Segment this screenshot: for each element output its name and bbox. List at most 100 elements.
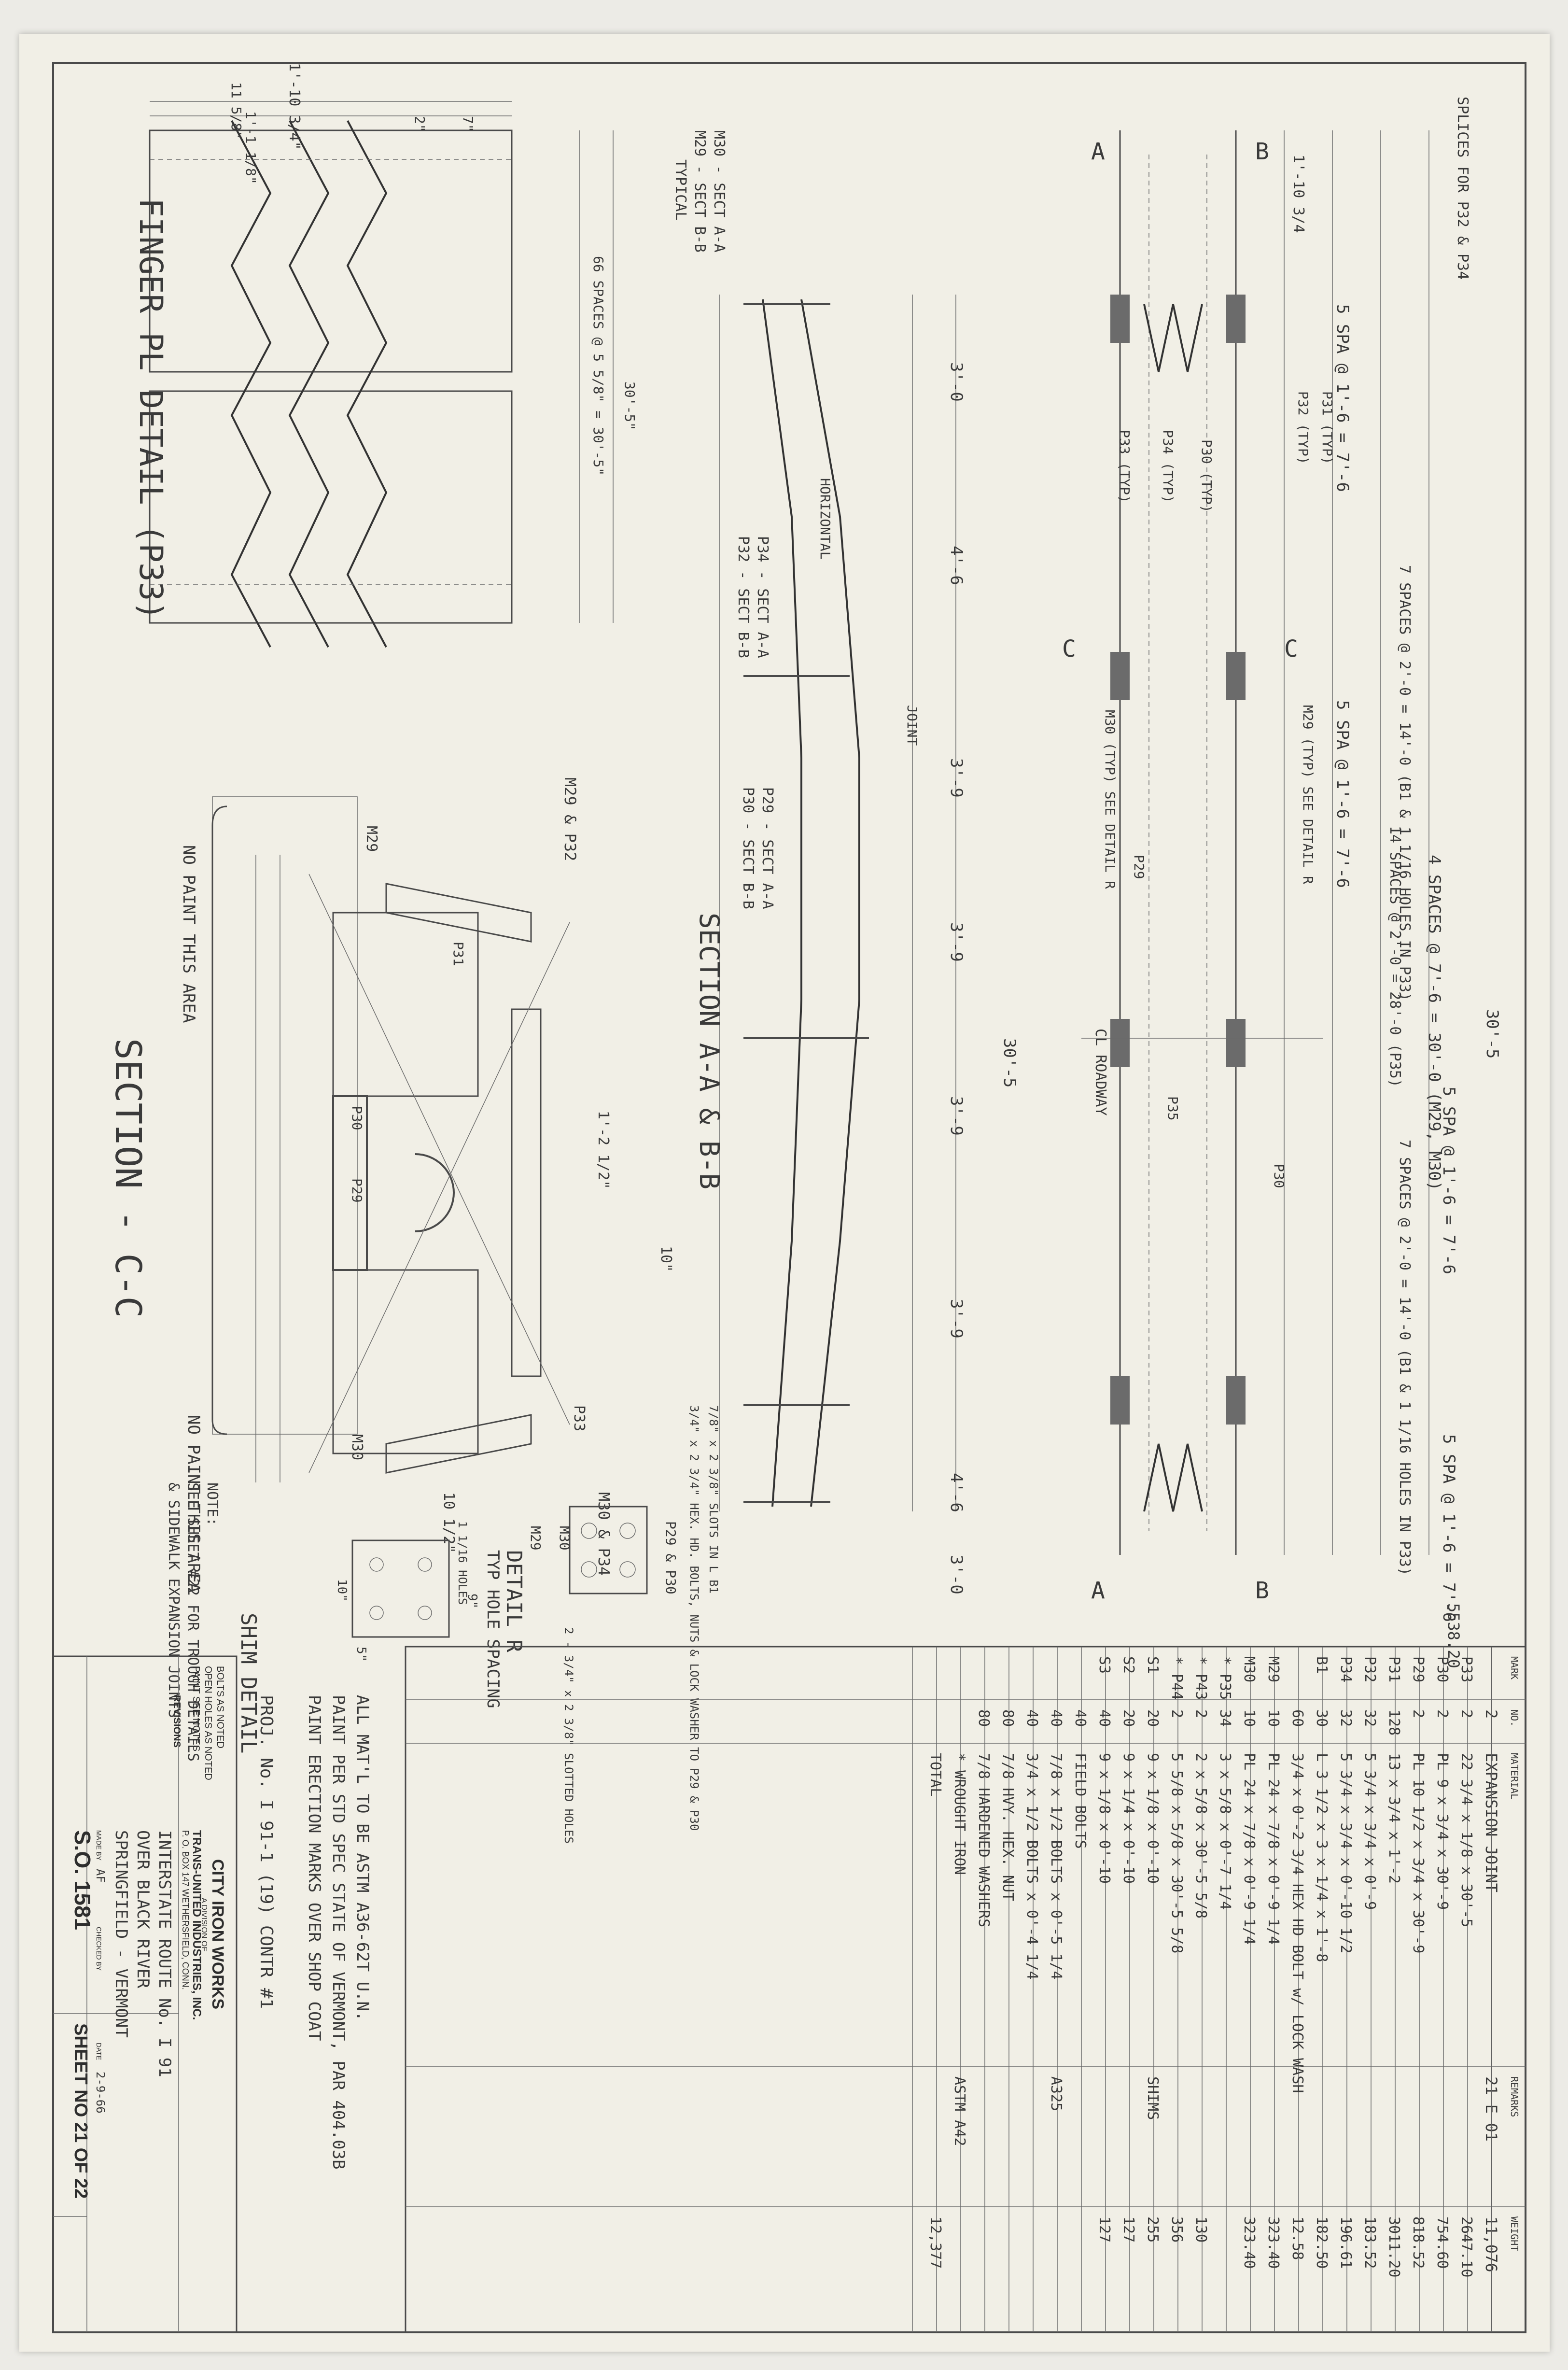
bom-row-no: 2	[1458, 1709, 1475, 1718]
note-line-3: & SIDEWALK EXPANSION JOINTS	[165, 1482, 182, 1718]
plan-label-7: P29	[1131, 855, 1147, 879]
route-label: INTERSTATE ROUTE No. I 91	[155, 1830, 174, 2077]
dim-1-2-5: 1'-2 1/2"	[595, 1111, 612, 1189]
bom-header-weight: WEIGHT	[1509, 2216, 1520, 2251]
bom-row-no: 2	[1434, 1709, 1451, 1718]
bom-row-no: 80	[975, 1709, 992, 1727]
bom-row-mark: S3	[1096, 1656, 1113, 1674]
section-mark-a-bottom: A	[1091, 1577, 1105, 1604]
bom-row-weight: 196.61	[1337, 2216, 1354, 2269]
m29-p32-label: M29 & P32	[561, 777, 579, 861]
section-mark-b-bottom: B	[1255, 1577, 1269, 1604]
joint-label: JOINT	[904, 705, 920, 746]
bom-row-no: 10	[1241, 1709, 1258, 1727]
bom-row-material: PL 24 x 7/8 x 0'-9 1/4	[1265, 1753, 1282, 1945]
finger-dim-2: 2"	[412, 116, 428, 132]
bom-row-mark: P34	[1337, 1656, 1354, 1682]
bom-row-material: 5 5/8 x 5/8 x 30'-5 5/8	[1168, 1753, 1185, 1953]
bom-row-no: 32	[1361, 1709, 1378, 1727]
plan-label-5: M29 (TYP) SEE DETAIL R	[1300, 705, 1316, 884]
bom-row-weight: 323.40	[1265, 2216, 1282, 2269]
plan-label-2: P30 (TYP)	[1199, 439, 1215, 513]
sect-dim-1: 3'-0	[947, 362, 966, 402]
sect-dim-8: 3'-0	[947, 1555, 966, 1594]
bom-row-material: 5 3/4 x 3/4 x 0'-10 1/2	[1337, 1753, 1354, 1953]
detail-r: DETAIL R TYP HOLE SPACING 2 - 3/4" x 2 3…	[483, 1506, 679, 1844]
slots-note: 7/8" x 2 3/8" SLOTS IN L B1	[707, 1405, 720, 1594]
p33-label: P33	[571, 1405, 588, 1431]
plan-label-3: P34 (TYP)	[1160, 430, 1176, 503]
bom-row-mark: M30	[1241, 1656, 1258, 1682]
bom-row-weight: 323.40	[1241, 2216, 1258, 2269]
bom-row-no: 2	[1168, 1709, 1185, 1718]
sect-dim-4: 3'-9	[947, 922, 966, 962]
plan-view: SPLICES FOR P32 & P34 5 SPA @ 1'-6 = 7'-…	[1062, 97, 1502, 1622]
bom-row-mark: P29	[1410, 1656, 1427, 1682]
spaces-14: 14 SPACES @ 2'-0 = 28'-0 (P35)	[1386, 826, 1403, 1087]
bom-row-mark: * P43	[1192, 1656, 1209, 1700]
bom-row-material: 2 x 5/8 x 30'-5 5/8	[1192, 1753, 1209, 1919]
plan-label-0: P31 (TYP)	[1319, 391, 1335, 465]
bom-row-material: FIELD BOLTS	[1072, 1753, 1089, 1849]
p30-sect-label: P30 - SECT B-B	[740, 787, 756, 909]
section-mark-a-top: A	[1091, 138, 1105, 165]
company-address: P. O. BOX 147 WETHERSFIELD, CONN.	[181, 1830, 190, 1990]
bom-row-weight: 183.52	[1361, 2216, 1378, 2269]
date-label: DATE	[95, 2043, 103, 2060]
shim-dim-2: 5"	[354, 1647, 368, 1662]
finger-plate-detail: FINGER PL DETAIL (P33) 1'-10 3/4" 11 5/8…	[132, 63, 638, 648]
bom-row-mark: P33	[1458, 1656, 1475, 1682]
drawing-sheet: FINGER PL DETAIL (P33) 1'-10 3/4" 11 5/8…	[19, 34, 1550, 2352]
p30-label: P30	[349, 1106, 365, 1130]
bom-row-weight: 12,377	[927, 2216, 944, 2269]
note-line-2: SEE SHEET #22 FOR TROUGH DETAILS	[184, 1482, 201, 1762]
m29-sect-label: M29 - SECT B-B	[691, 130, 708, 253]
sect-dim-6: 3'-9	[947, 1299, 966, 1339]
bom-row-no: 80	[999, 1709, 1016, 1727]
splices-note: SPLICES FOR P32 & P34	[1454, 97, 1471, 280]
bom-row-mark: P32	[1361, 1656, 1378, 1682]
bom-row-weight: 255	[1144, 2216, 1161, 2243]
company-division: A DIVISION OF	[200, 1898, 208, 1951]
bom-row-material: 22 3/4 x 1/8 x 30'-5	[1458, 1753, 1475, 1927]
bom-row-material: PL 24 x 7/8 x 0'-9 1/4	[1241, 1753, 1258, 1945]
bom-row-material: PL 9 x 3/4 x 30'-9	[1434, 1753, 1451, 1910]
bom-row-weight: 182.50	[1313, 2216, 1330, 2269]
bom-row-no: 128	[1386, 1709, 1402, 1735]
sect-dim-5: 3'-9	[947, 1096, 966, 1136]
so-number: S.O. 1581	[70, 1830, 95, 1930]
bom-row-weight: 127	[1096, 2216, 1113, 2243]
bom-row-weight: 356	[1168, 2216, 1185, 2243]
bom-row-mark: S2	[1120, 1656, 1137, 1674]
bom-row-material: 3/4 x 1/2 BOLTS x 0'-4 1/4	[1023, 1753, 1040, 1980]
finger-detail-title: FINGER PL DETAIL (P33)	[132, 198, 169, 620]
bom-row-mark: * P44	[1168, 1656, 1185, 1700]
detail-r-holes: 2 - 3/4" x 2 3/8" SLOTTED HOLES	[562, 1627, 575, 1844]
bom-row-material: TOTAL	[927, 1753, 944, 1796]
bom-row-mark: P31	[1386, 1656, 1402, 1682]
bom-row-mark: P30	[1434, 1656, 1451, 1682]
bom-row-no: 10	[1265, 1709, 1282, 1727]
bom-row-weight: 127	[1120, 2216, 1137, 2243]
general-note-3: PAINT ERECTION MARKS OVER SHOP COAT	[305, 1695, 324, 2041]
spaces-4: 4 SPACES @ 7'-6 = 30'-0 (M29, M30)	[1425, 855, 1444, 1191]
bom-heading-no: 2	[1482, 1709, 1500, 1719]
open-holes-note: OPEN HOLES AS NOTED	[203, 1666, 213, 1780]
bom-row-material: 9 x 1/4 x 0'-10	[1120, 1753, 1137, 1884]
section-mark-c-right: C	[1284, 635, 1298, 663]
general-note-2: PAINT PER STD SPEC STATE OF VERMONT, PAR…	[329, 1695, 348, 2170]
bom-row-no: 32	[1337, 1709, 1354, 1727]
bom-row-material: 7/8 HVY. HEX. NUT	[999, 1753, 1016, 1901]
bom-row-material: PL 10 1/2 x 3/4 x 30'-9	[1410, 1753, 1427, 1953]
shim-dim-0: 9"	[465, 1594, 479, 1608]
bom-row-mark: M29	[1265, 1656, 1282, 1682]
p34-sect-label: P34 - SECT A-A	[754, 536, 771, 658]
spaces-7b: 7 SPACES @ 2'-0 = 14'-0 (B1 & 1 1/16 HOL…	[1396, 1140, 1413, 1576]
bom-row-no: 20	[1144, 1709, 1161, 1727]
bom-row-material: 9 x 1/8 x 0'-10	[1144, 1753, 1161, 1884]
finger-dim-11-5: 11 5/8"	[228, 82, 244, 139]
detail-r-label-1: M30	[557, 1526, 573, 1551]
span-1: 5 SPA @ 1'-6 = 7'-6	[1333, 304, 1352, 492]
sect-dim-7: 4'-6	[947, 1473, 966, 1512]
